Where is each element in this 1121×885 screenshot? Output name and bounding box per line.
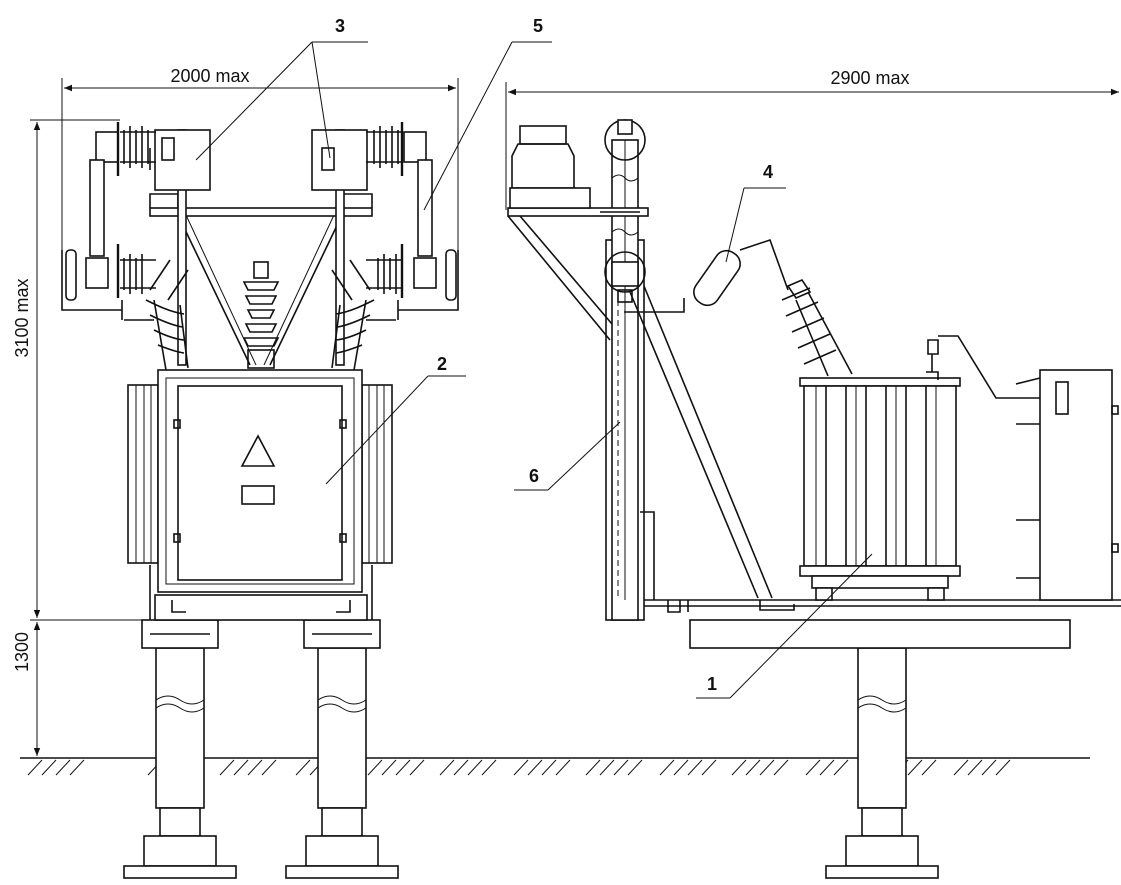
dimension-width-front: 2000 max: [61, 66, 459, 290]
callout-5-label: 5: [533, 16, 543, 36]
callout-3: 3: [195, 16, 368, 161]
front-bushing-center: [242, 261, 280, 369]
callout-3-label: 3: [335, 16, 345, 36]
front-door: [173, 385, 347, 581]
callout-1: 1: [696, 553, 873, 699]
side-cabinet: [1015, 369, 1119, 601]
warning-triangle-icon: [240, 434, 276, 467]
dimension-width-side: 2900 max: [505, 68, 1119, 210]
side-pole: [825, 647, 939, 879]
callout-6: 6: [514, 421, 621, 491]
callout-2-label: 2: [437, 354, 447, 374]
front-bushing-right: [331, 259, 375, 371]
front-pole-right: [285, 619, 399, 879]
callout-1-label: 1: [707, 674, 717, 694]
dimension-width-side-label: 2900 max: [830, 68, 909, 88]
front-bushing-left: [145, 259, 189, 371]
dimension-height-total: 3100 max: [12, 119, 120, 618]
dimension-width-front-label: 2000 max: [170, 66, 249, 86]
callout-4-label: 4: [763, 162, 773, 182]
side-transformer-tank: [799, 335, 1040, 601]
callout-5: 5: [423, 16, 552, 211]
side-top-bracket: [507, 125, 649, 341]
side-bushing: [781, 279, 853, 377]
front-pole-left: [123, 619, 237, 879]
dimension-height-base-label: 1300: [12, 632, 32, 672]
front-disconnector-right: [311, 122, 459, 321]
side-platform: [606, 599, 1121, 649]
door-plate: [241, 485, 275, 505]
front-view: [61, 122, 459, 879]
ground-line: [20, 757, 1090, 776]
callout-6-label: 6: [529, 466, 539, 486]
side-surge-arrester: [624, 238, 789, 313]
front-disconnector-left: [61, 122, 211, 321]
dimension-height-total-label: 3100 max: [12, 278, 32, 357]
callout-2: 2: [325, 354, 466, 485]
side-view: [507, 119, 1121, 879]
side-mast: [604, 119, 655, 621]
dimension-height-base: 1300: [12, 619, 145, 756]
callout-4: 4: [725, 162, 786, 263]
